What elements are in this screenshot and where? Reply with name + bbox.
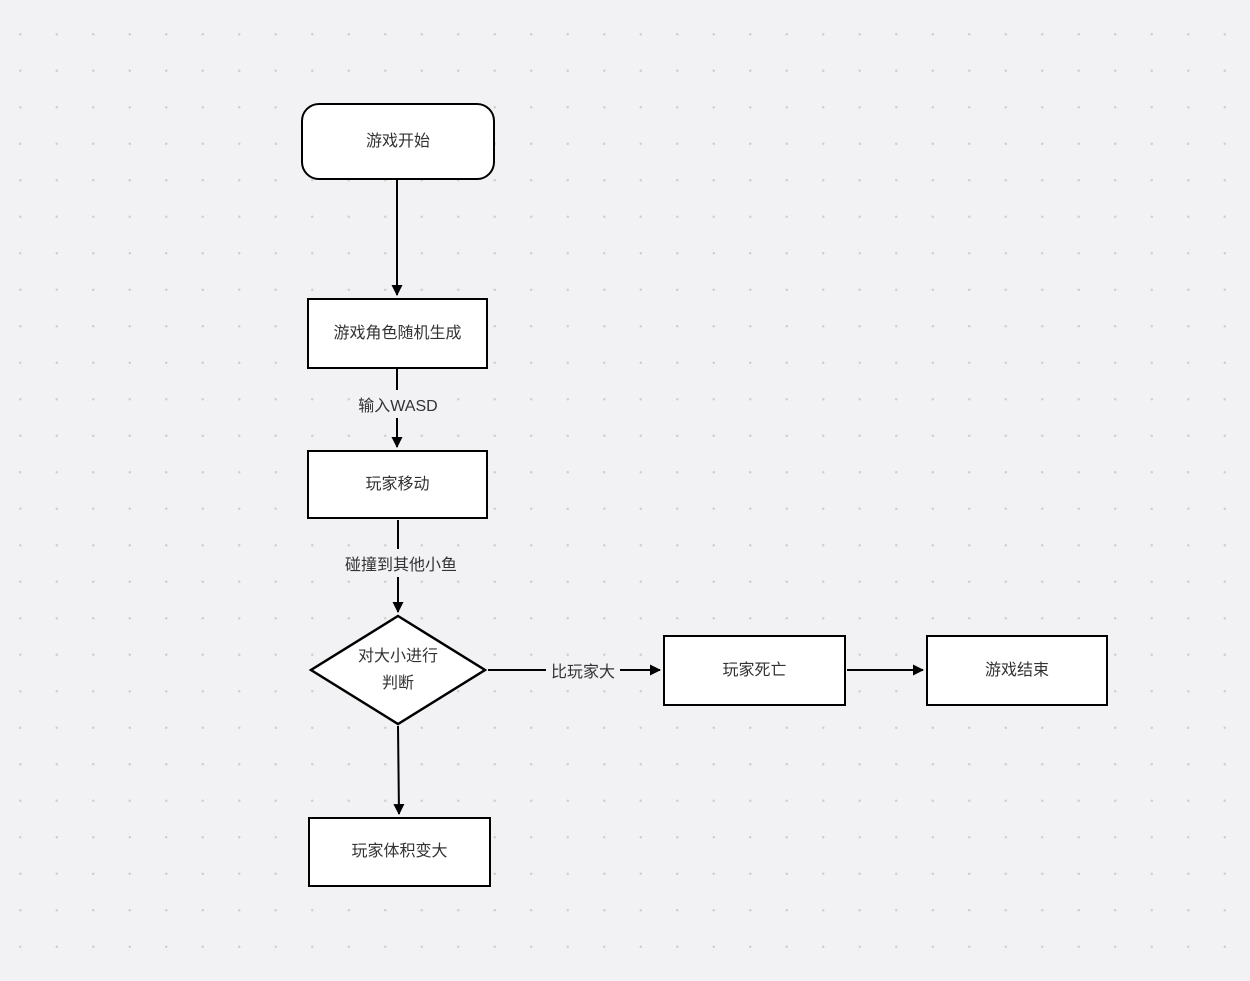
node-size-judgement-label: 对大小进行 判断 bbox=[358, 643, 438, 697]
node-game-start[interactable]: 游戏开始 bbox=[301, 103, 495, 180]
node-game-over[interactable]: 游戏结束 bbox=[926, 635, 1108, 706]
node-size-judgement-label-line2: 判断 bbox=[381, 675, 414, 692]
node-size-judgement[interactable]: 对大小进行 判断 bbox=[309, 614, 487, 726]
node-player-death[interactable]: 玩家死亡 bbox=[663, 635, 846, 706]
edge-label-bigger-than-player[interactable]: 比玩家大 bbox=[545, 656, 621, 684]
node-player-move[interactable]: 玩家移动 bbox=[307, 450, 488, 519]
node-player-death-label: 玩家死亡 bbox=[722, 661, 787, 679]
node-game-start-label: 游戏开始 bbox=[365, 132, 430, 150]
node-game-over-label: 游戏结束 bbox=[984, 661, 1049, 679]
node-size-judgement-label-line1: 对大小进行 bbox=[357, 647, 438, 665]
node-player-grow-label: 玩家体积变大 bbox=[351, 843, 448, 861]
edge-label-input-wasd[interactable]: 输入WASD bbox=[353, 390, 443, 418]
node-player-grow[interactable]: 玩家体积变大 bbox=[308, 817, 491, 887]
node-player-move-label: 玩家移动 bbox=[365, 475, 430, 493]
diamond-shape bbox=[309, 614, 487, 726]
edge-judge-to-grow[interactable] bbox=[393, 725, 405, 815]
edge-label-collide-fish[interactable]: 碰撞到其他小鱼 bbox=[339, 549, 463, 577]
node-character-spawn-label: 游戏角色随机生成 bbox=[333, 324, 462, 342]
node-character-spawn[interactable]: 游戏角色随机生成 bbox=[307, 298, 488, 369]
